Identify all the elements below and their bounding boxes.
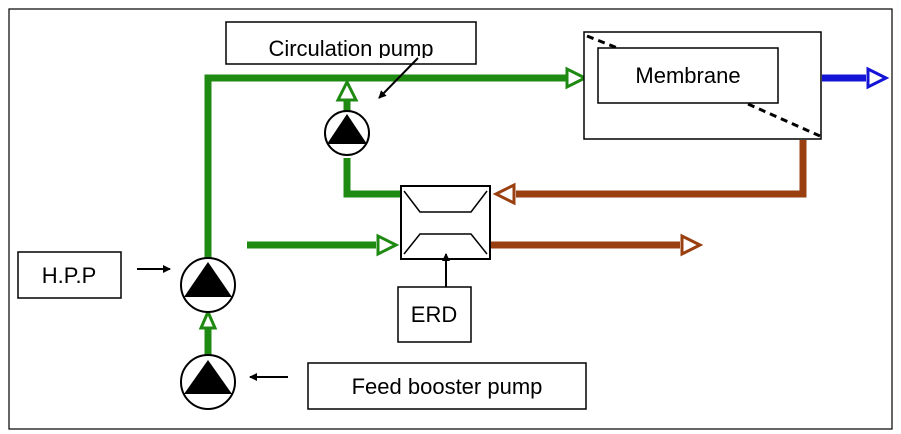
- feed-lines: [204, 74, 568, 356]
- erd-label-box: [397, 286, 472, 343]
- feed-booster-pump-label-box: [307, 362, 587, 410]
- membrane-divider-top: [586, 34, 621, 51]
- feed-booster-pump-icon: [180, 354, 236, 410]
- hpp-to-membrane-line: [204, 74, 568, 258]
- arrow-head-icon: [866, 66, 890, 90]
- membrane-divider-bottom: [747, 102, 821, 138]
- arrow-head-icon: [680, 233, 704, 257]
- circulation-pump-icon: [324, 110, 370, 156]
- feed-booster-pump-label: Feed booster pump: [352, 374, 543, 399]
- circulation-pump-label-box: [225, 21, 477, 65]
- arrow-head-icon: [198, 308, 218, 330]
- hpp-label: H.P.P: [42, 263, 97, 288]
- circulation-pump-label: Circulation pump: [268, 36, 433, 61]
- arrow-head-icon: [335, 78, 359, 102]
- circulation-pump-label-mask: [227, 58, 475, 63]
- membrane-to-erd-line: [516, 140, 807, 198]
- hpp-label-box: [17, 251, 122, 299]
- arrow-head-icon: [376, 233, 400, 257]
- membrane-label: Membrane: [635, 63, 740, 88]
- arrow-head-icon: [565, 66, 589, 90]
- brine-arrow-heads: [492, 182, 704, 257]
- membrane-label-box: [597, 47, 779, 104]
- erd-unit: [400, 185, 491, 260]
- hpp-pump-icon: [180, 257, 236, 313]
- brine-lines: [490, 140, 807, 249]
- feed-arrow-heads: [198, 66, 589, 330]
- erd-to-circ-pump-line: [343, 158, 400, 198]
- erd-label: ERD: [411, 302, 457, 327]
- diagram-frame: [8, 8, 893, 430]
- pointer-arrows: [137, 57, 450, 381]
- arrow-head-icon: [492, 182, 516, 206]
- pointer-arrow-icon: [378, 57, 419, 99]
